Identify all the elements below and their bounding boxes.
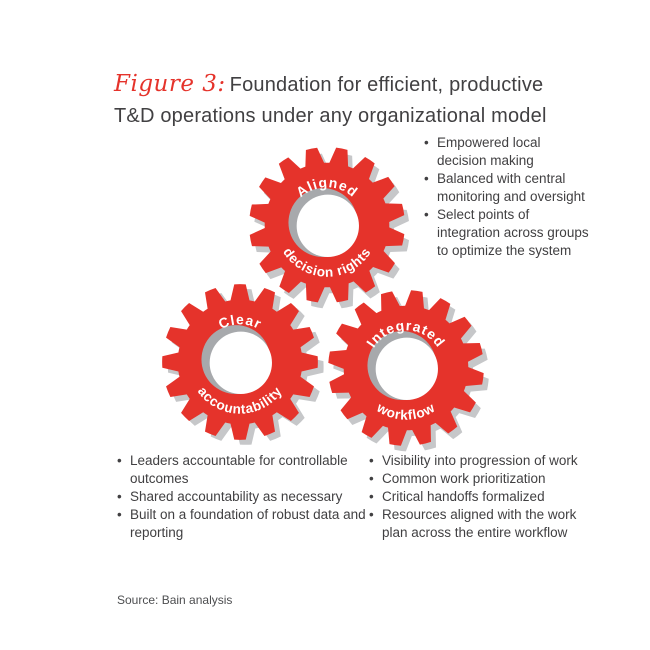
bullet-list-top-right: Empowered local decision makingBalanced … [424, 134, 592, 260]
figure-label: Figure 3: [114, 71, 226, 97]
bullet-list-bottom-left: Leaders accountable for controllable out… [117, 452, 381, 542]
gear-clear-accountability: Clear accountability [162, 284, 324, 445]
bullet-list-bottom-right: Visibility into progression of workCommo… [369, 452, 601, 542]
gear-hole [296, 194, 359, 257]
bullet-item: Leaders accountable for controllable out… [117, 452, 381, 488]
bullet-item: Select points of integration across grou… [424, 206, 592, 260]
figure-title-text: Foundation for efficient, productive T&D… [114, 74, 547, 127]
figure-title: Figure 3:Foundation for efficient, produ… [114, 69, 570, 132]
gear-hole [375, 337, 438, 400]
bullet-item: Visibility into progression of work [369, 452, 601, 470]
gear-integrated-workflow: Integrated workflow [328, 290, 489, 452]
bullet-item: Shared accountability as necessary [117, 488, 381, 506]
bullet-item: Resources aligned with the work plan acr… [369, 506, 601, 542]
bullet-item: Common work prioritization [369, 470, 601, 488]
bullet-item: Built on a foundation of robust data and… [117, 506, 381, 542]
source-note: Source: Bain analysis [117, 593, 233, 607]
bullet-item: Critical handoffs formalized [369, 488, 601, 506]
gear-bottom-label: workflow [374, 399, 438, 422]
gear-hole [209, 331, 272, 394]
gear-aligned-decision-rights: Aligned decision rights [249, 147, 410, 309]
bullet-item: Balanced with central monitoring and ove… [424, 170, 592, 206]
bullet-item: Empowered local decision making [424, 134, 592, 170]
